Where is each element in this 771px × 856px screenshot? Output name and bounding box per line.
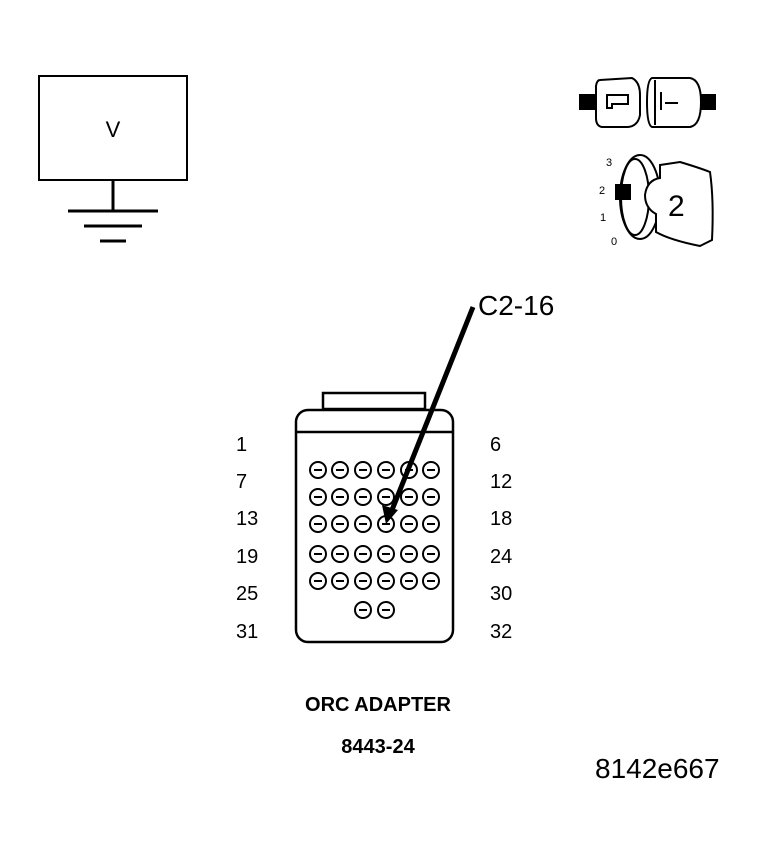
terminal-cavity (309, 515, 327, 533)
ignition-position-2: 2 (599, 185, 606, 197)
ignition-switch-icon (615, 154, 714, 248)
ignition-selected-position: 2 (668, 190, 685, 223)
right-pin-label: 32 (490, 621, 513, 643)
terminal-cavity (354, 461, 372, 479)
left-pin-label: 7 (236, 471, 248, 493)
terminal-cavity (331, 461, 349, 479)
terminal-cavity (400, 515, 418, 533)
right-pin-label: 18 (490, 508, 513, 530)
terminal-cavity (377, 461, 395, 479)
right-pin-label: 24 (490, 546, 513, 568)
voltmeter-icon: V (38, 75, 188, 181)
terminal-cavity (354, 488, 372, 506)
ignition-position-0: 0 (611, 236, 618, 248)
voltmeter-symbol: V (105, 117, 121, 142)
terminal-cavity (354, 545, 372, 563)
terminal-cavity (422, 461, 440, 479)
terminal-cavity (309, 461, 327, 479)
ignition-position-3: 3 (606, 157, 613, 169)
left-pin-label: 13 (236, 508, 259, 530)
terminal-cavity (354, 515, 372, 533)
right-pin-label: 6 (490, 434, 502, 456)
terminal-cavity (309, 572, 327, 590)
terminal-cavity (331, 515, 349, 533)
left-pin-label: 1 (236, 434, 248, 456)
terminal-cavity (422, 488, 440, 506)
terminal-cavity (400, 572, 418, 590)
terminal-cavity (377, 572, 395, 590)
terminal-grid (309, 461, 440, 619)
left-pin-label: 25 (236, 583, 259, 605)
connector-callout: C2-16 (478, 290, 555, 321)
terminal-cavity (331, 572, 349, 590)
ignition-position-1: 1 (600, 212, 607, 224)
right-pin-label: 12 (490, 471, 513, 493)
terminal-cavity (354, 572, 372, 590)
terminal-cavity (331, 488, 349, 506)
ignition-key-icon (579, 76, 716, 128)
left-pin-label: 31 (236, 621, 259, 643)
terminal-cavity (354, 601, 372, 619)
figure-id: 8142e667 (595, 753, 720, 784)
terminal-cavity (400, 488, 418, 506)
ground-symbol (68, 181, 158, 243)
left-pin-label: 19 (236, 546, 259, 568)
terminal-cavity (422, 515, 440, 533)
terminal-cavity (422, 572, 440, 590)
callout-arrow (382, 306, 476, 524)
connector-name-caption: ORC ADAPTER (305, 694, 451, 716)
terminal-cavity (309, 545, 327, 563)
terminal-cavity (377, 545, 395, 563)
terminal-cavity (309, 488, 327, 506)
terminal-cavity (400, 545, 418, 563)
terminal-cavity (377, 601, 395, 619)
right-pin-label: 30 (490, 583, 513, 605)
terminal-cavity (422, 545, 440, 563)
connector-part-number: 8443-24 (341, 736, 415, 758)
terminal-cavity (377, 488, 395, 506)
terminal-cavity (331, 545, 349, 563)
